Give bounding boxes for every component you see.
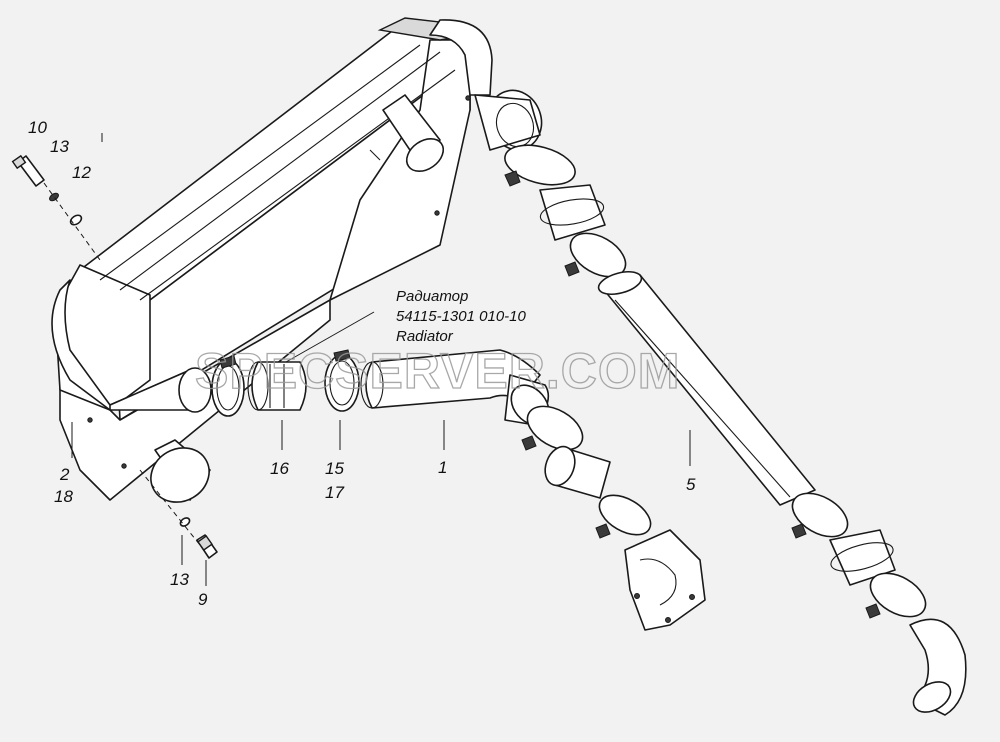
callout-2: 2: [59, 465, 70, 484]
radiator-note-ru: Радиатор: [396, 288, 468, 305]
leader-lines: [71, 133, 691, 586]
callout-16: 16: [270, 459, 289, 478]
radiator-note-part-number: 54115-1301 010-10: [396, 308, 526, 325]
watermark-text: SPECSERVER.COM: [195, 343, 680, 399]
callout-9: 9: [198, 590, 208, 609]
right-hose-line: [474, 89, 967, 716]
callout-5: 5: [686, 475, 696, 494]
callout-12: 12: [72, 163, 91, 182]
callout-1: 1: [438, 458, 447, 477]
callout-10: 10: [28, 118, 47, 137]
callout-13-bottom: 13: [170, 570, 189, 589]
callout-17: 17: [325, 483, 344, 502]
bolt-top: [11, 154, 101, 261]
bolt-bottom: [139, 469, 218, 559]
radiator-note-en: Radiator: [396, 328, 454, 345]
callout-15: 15: [325, 459, 344, 478]
radiator: [51, 17, 493, 503]
middle-hose-line: [211, 349, 706, 631]
callout-18: 18: [54, 487, 73, 506]
callout-13-top: 13: [50, 137, 69, 156]
